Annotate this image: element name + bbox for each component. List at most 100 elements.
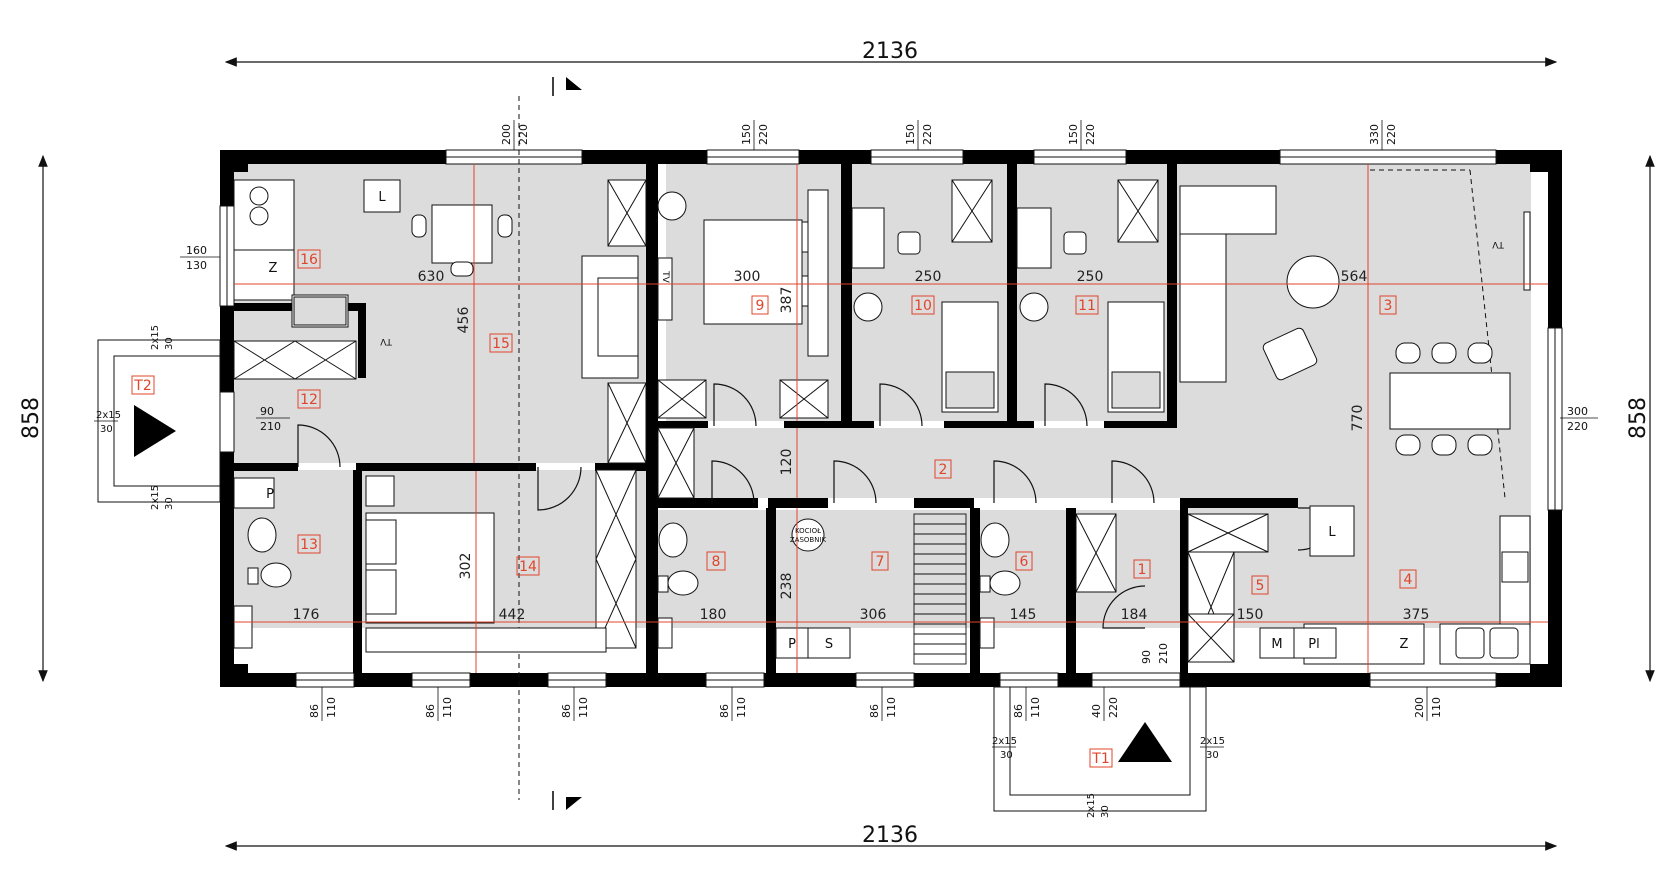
mark-p-bath: P — [266, 487, 274, 502]
boiler-line2: ZASOBNIK — [790, 536, 827, 544]
mark-z-right: Z — [1400, 637, 1409, 652]
w-bot-1-a: 86 — [308, 704, 321, 718]
w-top-5-b: 220 — [1385, 124, 1398, 145]
step-t2-left-b: 30 — [100, 424, 113, 435]
equipment-marks: L Z P P S L M Pl Z — [266, 190, 1408, 652]
w-bot-7-a: 40 — [1090, 704, 1103, 718]
room-1: 1 — [1138, 562, 1147, 578]
entrance-arrows — [134, 405, 1172, 762]
dim-250b: 250 — [1077, 269, 1104, 285]
w-bot-4-b: 110 — [735, 697, 748, 718]
interior-walls — [228, 164, 1298, 678]
w-bot-7-b: 220 — [1107, 697, 1120, 718]
dim-150: 150 — [1237, 607, 1264, 623]
w-top-1-b: 220 — [517, 124, 530, 145]
w-bot-6-b: 110 — [1029, 697, 1042, 718]
mark-l-kitchen: L — [378, 190, 386, 205]
mark-s-tech: S — [825, 637, 833, 652]
w-top-5-a: 330 — [1368, 124, 1381, 145]
overall-depth-left: 858 — [19, 397, 44, 439]
w-top-3-b: 220 — [921, 124, 934, 145]
dim-387: 387 — [779, 287, 795, 314]
w-bot-6-a: 86 — [1012, 704, 1025, 718]
w-bot-3-b: 110 — [577, 697, 590, 718]
step-t2-bot-b: 30 — [164, 497, 175, 510]
room-8: 8 — [712, 554, 721, 570]
mark-m: M — [1271, 637, 1282, 652]
room-15: 15 — [492, 336, 510, 352]
dim-564: 564 — [1341, 269, 1368, 285]
entrance-arrow-t1 — [1118, 722, 1172, 762]
dim-630: 630 — [418, 269, 445, 285]
step-t1-left-b: 30 — [1000, 750, 1013, 761]
room-16: 16 — [300, 252, 318, 268]
dim-176: 176 — [293, 607, 320, 623]
staircase — [913, 513, 967, 665]
step-t1-right-a: 2x15 — [1200, 736, 1225, 747]
w-bot-8-a: 200 — [1413, 697, 1426, 718]
dim-456: 456 — [456, 307, 472, 334]
terrace-t1: T1 — [1091, 751, 1109, 767]
overall-width-top: 2136 — [862, 39, 918, 64]
room-10: 10 — [914, 298, 932, 314]
boiler-line1: KOCIOŁ — [795, 527, 821, 535]
tv-mark-1: TV — [379, 336, 392, 346]
room-labels — [131, 249, 1417, 768]
furniture — [233, 179, 1531, 665]
w-right-b: 220 — [1567, 420, 1588, 433]
room-number-texts: 1 2 3 4 5 6 7 8 9 10 11 12 13 14 15 16 T… — [133, 252, 1412, 767]
w-bot-8-b: 110 — [1430, 697, 1443, 718]
dim-180: 180 — [700, 607, 727, 623]
tv-mark-2: TV — [660, 270, 670, 283]
overall-depth-right: 858 — [1626, 397, 1651, 439]
section-markers — [566, 77, 582, 810]
dashed-lines — [518, 96, 1506, 800]
w-left-a: 160 — [186, 244, 207, 257]
w-bot-2-b: 110 — [441, 697, 454, 718]
room-5: 5 — [1256, 578, 1265, 594]
step-labels: 2x15 30 2x15 30 2x15 30 2x15 30 2x15 30 … — [96, 325, 1225, 818]
room-9: 9 — [756, 298, 765, 314]
terraces — [97, 339, 1207, 812]
w-left-b: 130 — [186, 259, 207, 272]
d-entrance-b: 210 — [1157, 643, 1170, 664]
step-t2-left-a: 2x15 — [96, 410, 121, 421]
boiler-label: KOCIOŁ ZASOBNIK — [790, 527, 827, 544]
w-bot-2-a: 86 — [424, 704, 437, 718]
dim-306: 306 — [860, 607, 887, 623]
step-t2-bot-a: 2x15 — [150, 485, 161, 510]
room-7: 7 — [876, 554, 885, 570]
step-t1-right-b: 30 — [1206, 750, 1219, 761]
inner-dimension-labels: 630 456 300 387 250 250 564 770 120 302 … — [293, 269, 1430, 623]
dim-238: 238 — [779, 573, 795, 600]
d-left-a: 90 — [260, 405, 274, 418]
w-bot-5-a: 86 — [868, 704, 881, 718]
mark-l-laundry: L — [1328, 525, 1336, 540]
mark-z-kitchen: Z — [269, 261, 278, 276]
w-top-4-a: 150 — [1067, 124, 1080, 145]
room-13: 13 — [300, 537, 318, 553]
terrace-t2: T2 — [133, 378, 151, 394]
tv-marks: TV TV TV — [379, 239, 1504, 346]
room-14: 14 — [519, 559, 537, 575]
room-4: 4 — [1404, 572, 1413, 588]
w-top-1-a: 200 — [500, 124, 513, 145]
dim-770: 770 — [1350, 405, 1366, 432]
w-bot-4-a: 86 — [718, 704, 731, 718]
mark-p-tech: P — [788, 637, 796, 652]
step-t2-top-b: 30 — [164, 337, 175, 350]
w-bot-1-b: 110 — [325, 697, 338, 718]
step-label-rules — [94, 420, 1224, 748]
d-left-b: 210 — [260, 420, 281, 433]
w-bot-3-a: 86 — [560, 704, 573, 718]
tv-mark-3: TV — [1491, 239, 1504, 249]
step-t2-top-a: 2x15 — [150, 325, 161, 350]
w-right-a: 300 — [1567, 405, 1588, 418]
dim-120: 120 — [779, 449, 795, 476]
dim-302: 302 — [458, 553, 474, 580]
dim-300: 300 — [734, 269, 761, 285]
inner-dimension-lines — [234, 164, 1548, 673]
w-top-2-b: 220 — [757, 124, 770, 145]
overall-dimension-lines — [38, 57, 1655, 851]
